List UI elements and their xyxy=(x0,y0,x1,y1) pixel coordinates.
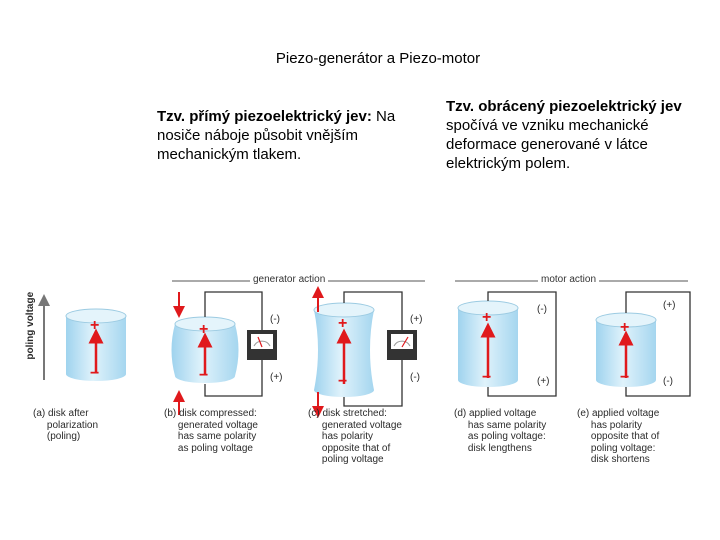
inverse-effect-term: Tzv. obrácený piezoelektrický jev xyxy=(446,98,682,115)
minus-sign-e: − xyxy=(620,369,630,386)
plus-sign-e: + xyxy=(620,319,630,336)
direct-effect-term: Tzv. přímý piezoelektrický jev: xyxy=(157,108,372,125)
minus-sign-d: − xyxy=(482,369,492,386)
circuit-e xyxy=(625,291,691,397)
terminal-b-top: (-) xyxy=(270,314,280,325)
terminal-c-bottom: (-) xyxy=(410,372,420,383)
disk-e xyxy=(595,312,657,387)
plus-sign-b: + xyxy=(199,321,209,338)
page-title: Piezo-generátor a Piezo-motor xyxy=(275,50,481,67)
terminal-b-bottom: (+) xyxy=(270,372,283,383)
disk-b xyxy=(171,292,239,415)
plus-sign-d: + xyxy=(482,309,492,326)
disk-c xyxy=(312,286,375,418)
disk-a xyxy=(65,308,127,381)
minus-sign-c: − xyxy=(338,373,348,390)
voltmeter-b xyxy=(247,330,277,360)
minus-sign-a: − xyxy=(90,365,100,382)
generator-action-label: generator action xyxy=(250,274,329,285)
voltmeter-c xyxy=(387,330,417,360)
plus-sign-a: + xyxy=(90,317,100,334)
caption-b: (b) disk compressed: generated voltage h… xyxy=(164,408,258,454)
direct-effect-description: Na nosiče náboje působit vnějším mechani… xyxy=(157,108,396,163)
terminal-c-top: (+) xyxy=(410,314,423,325)
motor-action-label: motor action xyxy=(538,274,600,285)
inverse-effect-text: Tzv. obrácený piezoelektrický jev spočív… xyxy=(446,97,686,173)
caption-e: (e) applied voltage has polarity opposit… xyxy=(577,408,660,465)
terminal-e-top: (+) xyxy=(663,300,676,311)
circuit-d xyxy=(487,291,557,397)
inverse-effect-description: spočívá ve vzniku mechanické deformace g… xyxy=(446,117,649,172)
plus-sign-c: + xyxy=(338,315,348,332)
caption-c: (c) disk stretched: generated voltage ha… xyxy=(308,408,402,465)
terminal-d-bottom: (+) xyxy=(537,376,550,387)
direct-effect-text: Tzv. přímý piezoelektrický jev: Na nosič… xyxy=(157,107,397,164)
terminal-e-bottom: (-) xyxy=(663,376,673,387)
caption-a: (a) disk after polarization (poling) xyxy=(33,408,99,442)
minus-sign-b: − xyxy=(199,367,209,384)
caption-d: (d) applied voltage has same polarity as… xyxy=(454,408,547,454)
poling-voltage-label: poling voltage xyxy=(25,291,37,360)
terminal-d-top: (-) xyxy=(537,304,547,315)
disk-d xyxy=(457,300,519,387)
